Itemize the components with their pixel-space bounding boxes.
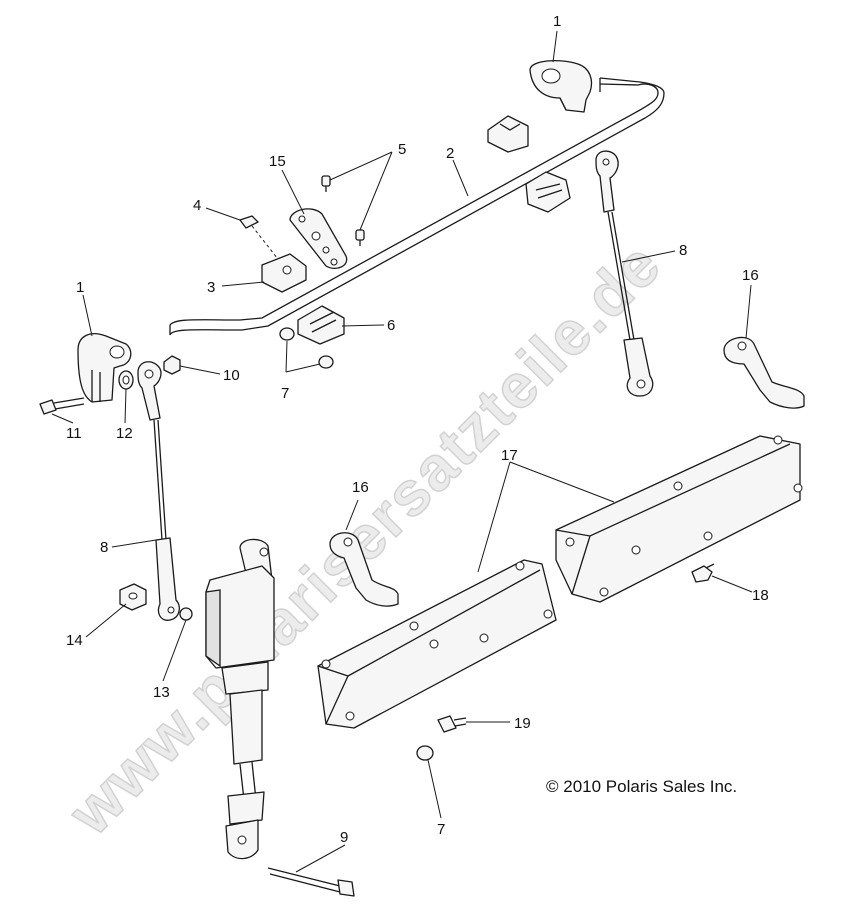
callout-7-upper: 7 bbox=[281, 385, 289, 402]
bracket-right bbox=[723, 336, 805, 409]
bolt-small-b bbox=[355, 229, 365, 246]
nut-7-lower bbox=[416, 745, 434, 761]
clamp-plate bbox=[289, 208, 348, 270]
nut-13 bbox=[179, 607, 193, 621]
callout-5: 5 bbox=[398, 141, 406, 158]
nut-7-a bbox=[279, 327, 295, 341]
callout-7-lower: 7 bbox=[437, 821, 445, 838]
callout-18: 18 bbox=[752, 587, 769, 604]
link-left bbox=[137, 361, 181, 621]
copyright-text: © 2010 Polaris Sales Inc. bbox=[546, 777, 737, 796]
screw-18 bbox=[691, 563, 715, 583]
sway-bar bbox=[169, 77, 665, 336]
bushing-upper-2 bbox=[525, 171, 571, 213]
bolt-small-a bbox=[321, 175, 331, 192]
callout-16-right: 16 bbox=[742, 267, 759, 284]
callout-15: 15 bbox=[269, 153, 286, 170]
bushing-upper bbox=[487, 115, 529, 153]
bushing-6 bbox=[297, 305, 345, 345]
callout-10: 10 bbox=[223, 367, 240, 384]
bolt-11 bbox=[39, 397, 85, 415]
callout-2: 2 bbox=[446, 145, 454, 162]
bracket-mid bbox=[329, 532, 399, 607]
callout-11: 11 bbox=[66, 425, 82, 442]
rail-right bbox=[555, 435, 803, 603]
callout-9: 9 bbox=[340, 829, 348, 846]
callout-19: 19 bbox=[514, 715, 531, 732]
callout-17: 17 bbox=[501, 447, 518, 464]
callout-14: 14 bbox=[66, 632, 83, 649]
callout-3: 3 bbox=[207, 279, 215, 296]
shock-absorber bbox=[205, 538, 275, 860]
callout-8-left: 8 bbox=[100, 539, 108, 556]
callout-8-right: 8 bbox=[679, 242, 687, 259]
callout-6: 6 bbox=[387, 317, 395, 334]
bushing-3 bbox=[261, 253, 307, 293]
nut-7-b bbox=[318, 355, 334, 369]
bushing-clamp-left bbox=[77, 333, 132, 403]
bolt-9 bbox=[267, 867, 355, 897]
clip-nut bbox=[239, 215, 286, 269]
callout-1-left: 1 bbox=[76, 279, 84, 296]
leader-lines bbox=[51, 30, 753, 873]
callout-1-top: 1 bbox=[553, 13, 561, 30]
callout-4: 4 bbox=[193, 197, 201, 214]
bushing-clamp-top bbox=[529, 59, 593, 113]
rail-left bbox=[317, 559, 557, 729]
callout-16-mid: 16 bbox=[352, 479, 369, 496]
callout-12: 12 bbox=[116, 425, 133, 442]
bolt-19 bbox=[437, 715, 467, 733]
link-right bbox=[595, 150, 654, 397]
nut-10 bbox=[163, 355, 181, 375]
callout-13: 13 bbox=[153, 684, 170, 701]
